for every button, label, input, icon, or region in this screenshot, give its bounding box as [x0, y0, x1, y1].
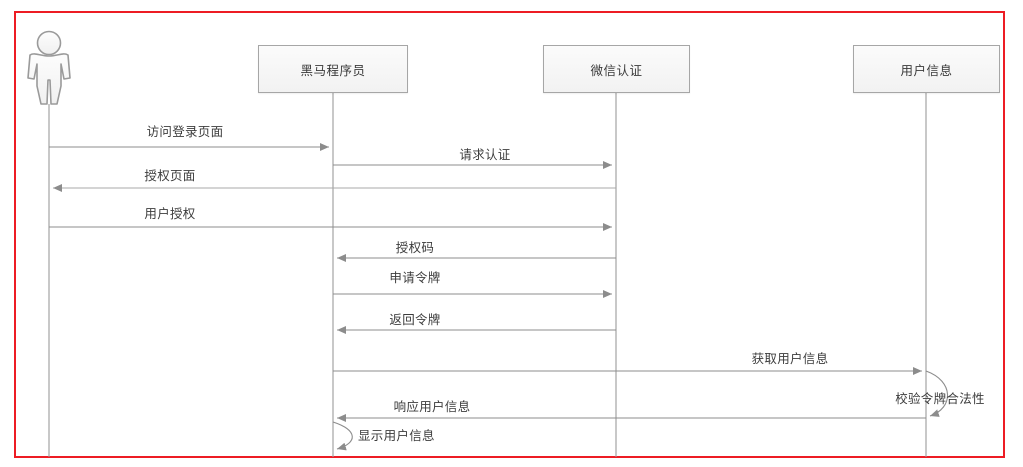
stick-figure-icon — [27, 30, 71, 105]
message-label-3: 授权页面 — [144, 169, 196, 183]
message-label-4: 用户授权 — [144, 207, 196, 221]
message-label-10: 响应用户信息 — [393, 400, 471, 414]
message-label-5: 授权码 — [395, 241, 435, 255]
message-self-loop-9 — [925, 370, 949, 417]
message-label-1: 访问登录页面 — [146, 125, 224, 139]
message-label-7: 返回令牌 — [389, 313, 441, 327]
participant-label-p2: 微信认证 — [590, 63, 643, 78]
message-label-11: 显示用户信息 — [358, 429, 435, 443]
message-label-9: 校验令牌合法性 — [895, 392, 985, 406]
participant-box-p3[interactable]: 用户信息 — [853, 45, 1000, 93]
message-label-2: 请求认证 — [459, 148, 511, 162]
participant-label-p1: 黑马程序员 — [300, 63, 366, 78]
participant-box-p2[interactable]: 微信认证 — [543, 45, 690, 93]
message-label-8: 获取用户信息 — [751, 352, 829, 366]
message-self-loop-11 — [332, 421, 353, 451]
message-label-6: 申请令牌 — [389, 271, 441, 285]
participant-box-p1[interactable]: 黑马程序员 — [258, 45, 408, 93]
participant-label-p3: 用户信息 — [900, 63, 953, 78]
